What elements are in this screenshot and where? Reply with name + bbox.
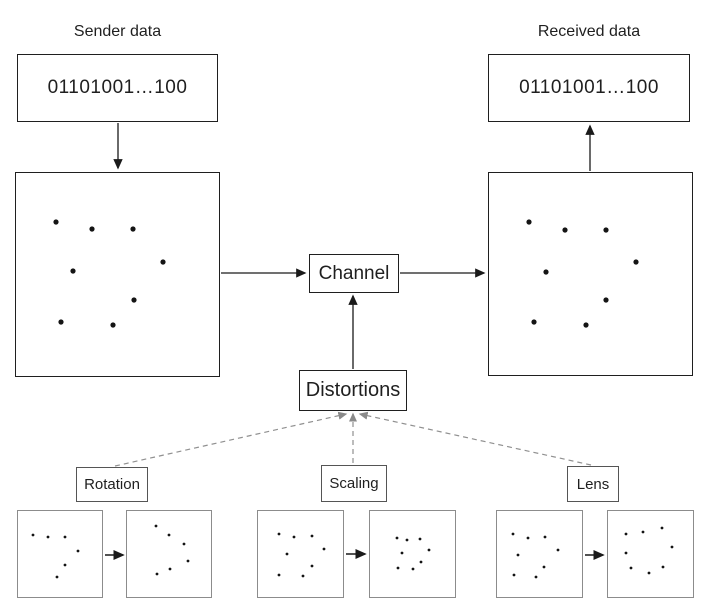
scaling-label-box: Scaling [321, 465, 387, 502]
lens-label: Lens [576, 475, 610, 493]
lens-before-box [496, 510, 583, 598]
rotation-label: Rotation [84, 476, 140, 493]
rotation-before-box [17, 510, 103, 598]
lens-label-box: Lens [567, 466, 619, 502]
scaling-label: Scaling [329, 475, 379, 492]
dashed-arrow-lens-to-distortions [358, 411, 592, 466]
distortions-box: Distortions [299, 370, 407, 411]
sender-data-title: Sender data [73, 23, 162, 40]
sender-bits-text: 01101001…100 [47, 77, 188, 98]
channel-box: Channel [309, 254, 399, 293]
received-data-title: Received data [537, 23, 641, 40]
rotation-after-box [126, 510, 212, 598]
scaling-before-box [257, 510, 344, 598]
received-bits-box: 01101001…100 [488, 54, 690, 122]
received-constellation-box [488, 172, 693, 376]
channel-label: Channel [318, 262, 390, 284]
rotation-label-box: Rotation [76, 467, 148, 502]
scaling-after-box [369, 510, 456, 598]
dashed-arrow-rotation-to-distortions [114, 411, 348, 467]
distortions-label: Distortions [305, 379, 401, 401]
lens-after-box [607, 510, 694, 598]
sender-constellation-box [15, 172, 220, 377]
received-bits-text: 01101001…100 [519, 77, 659, 98]
sender-bits-box: 01101001…100 [17, 54, 218, 122]
